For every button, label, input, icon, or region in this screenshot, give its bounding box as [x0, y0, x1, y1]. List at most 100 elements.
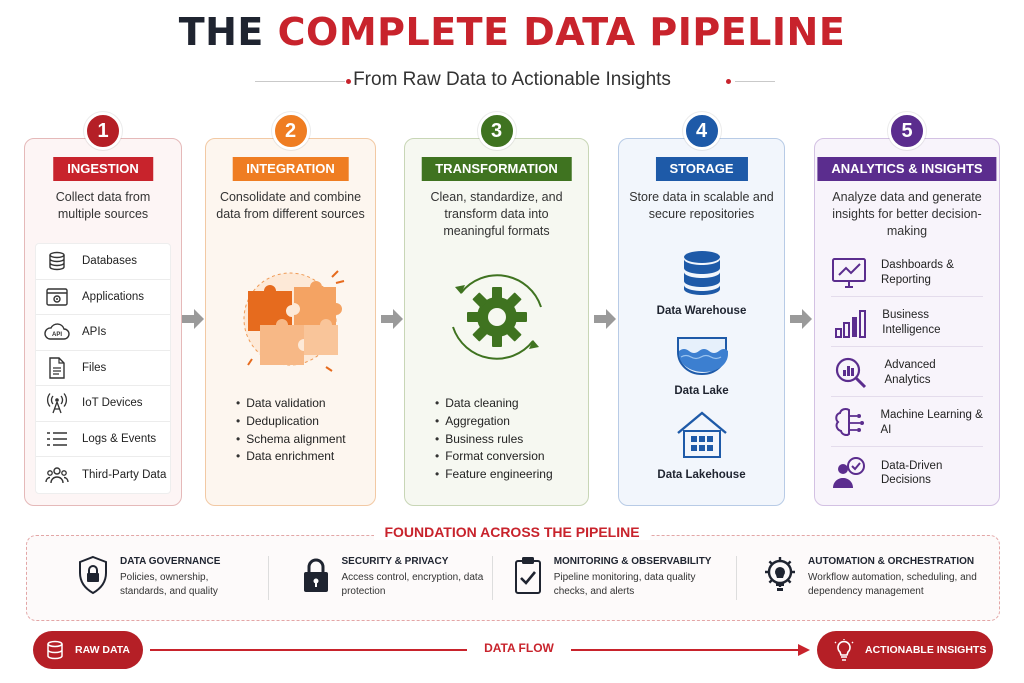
foundation-item-title: AUTOMATION & ORCHESTRATION — [808, 556, 975, 567]
brain-circuit-icon — [831, 405, 866, 441]
divider — [492, 556, 493, 600]
stage-number: 1 — [84, 112, 122, 150]
item-label: Advanced Analytics — [884, 359, 936, 386]
stage-number: 4 — [682, 112, 721, 150]
divider — [268, 556, 269, 600]
actionable-insights-badge: ACTIONABLE INSIGHTS — [817, 631, 993, 669]
flow-arrow-icon — [182, 309, 204, 329]
lightbulb-icon — [834, 639, 854, 661]
stage-ingestion: 1 INGESTION Collect data from multiple s… — [24, 112, 182, 506]
database-icon — [47, 640, 63, 660]
data-flow-label: DATA FLOW — [467, 641, 571, 655]
dashboard-monitor-icon — [831, 255, 867, 291]
foundation-item-desc: Access control, encryption, data protect… — [341, 572, 484, 597]
stage-description: Clean, standardize, and transform data i… — [430, 190, 563, 238]
page-subtitle: From Raw Data to Actionable Insights — [353, 69, 671, 90]
foundation-item-desc: Pipeline monitoring, data quality checks… — [553, 572, 696, 597]
divider — [736, 556, 737, 600]
store-data-lakehouse: Data Lakehouse — [619, 409, 784, 481]
bullet-list: Data cleaning Aggregation Business rules… — [435, 395, 553, 484]
shield-lock-icon — [76, 553, 110, 597]
foundation-item-title: MONITORING & OBSERVABILITY — [553, 556, 712, 567]
gear-cycle-icon — [452, 274, 542, 360]
stage-header: ANALYTICS & INSIGHTS — [817, 157, 997, 181]
list-item: Files — [36, 351, 170, 386]
flow-arrow-icon — [381, 309, 403, 329]
water-basin-icon — [676, 337, 728, 376]
list-item: Business Intelligence — [831, 299, 983, 347]
raw-data-badge: RAW DATA — [33, 631, 143, 669]
stage-description: Analyze data and generate insights for b… — [832, 190, 982, 238]
list-item: Databases — [36, 244, 170, 280]
store-data-lake: Data Lake — [619, 335, 784, 397]
source-label: IoT Devices — [82, 397, 143, 410]
flow-arrow-icon — [594, 309, 616, 329]
list-item: Feature engineering — [435, 466, 552, 484]
stage-number: 5 — [888, 112, 926, 150]
foundation-item-monitoring: MONITORING & OBSERVABILITY Pipeline monit… — [512, 553, 732, 607]
iot-antenna-icon — [44, 392, 70, 414]
subtitle-row: From Raw Data to Actionable Insights — [0, 68, 1024, 94]
foundation-item-automation: AUTOMATION & ORCHESTRATION Workflow autom… — [762, 553, 990, 607]
item-label: Business Intelligence — [882, 309, 941, 336]
foundation-item-title: DATA GOVERNANCE — [120, 556, 221, 567]
title-prefix: THE — [178, 10, 278, 54]
store-label: Data Warehouse — [656, 305, 747, 317]
arrow-head-icon — [798, 644, 810, 656]
item-label: Data-Driven Decisions — [881, 459, 943, 487]
subtitle-dot-left — [346, 79, 351, 84]
list-item: Dashboards & Reporting — [831, 249, 983, 297]
source-label: Third-Party Data — [82, 468, 167, 481]
stage-storage: 4 STORAGE Store data in scalable and sec… — [618, 112, 785, 506]
store-label: Data Lakehouse — [657, 469, 746, 481]
stage-header: INGESTION — [53, 157, 153, 181]
list-item: IoT Devices — [36, 386, 170, 422]
stage-integration: 2 INTEGRATION Consolidate and combine da… — [205, 112, 376, 506]
list-item: Aggregation — [435, 413, 553, 431]
list-item: Deduplication — [236, 413, 346, 431]
bullet-list: Data validation Deduplication Schema ali… — [236, 395, 346, 466]
users-group-icon — [44, 464, 70, 486]
person-checkmark-icon — [831, 455, 867, 491]
store-data-warehouse: Data Warehouse — [619, 249, 784, 317]
bar-chart-icon — [831, 305, 868, 341]
stage-number: 3 — [477, 112, 516, 150]
foundation-title-text: FOUNDATION ACROSS THE PIPELINE — [374, 524, 650, 540]
foundation-item-governance: DATA GOVERNANCE Policies, ownership, stan… — [76, 553, 256, 607]
list-item: Advanced Analytics — [831, 349, 983, 397]
api-cloud-icon: API — [44, 321, 70, 343]
foundation-item-title: SECURITY & PRIVACY — [341, 556, 449, 567]
subtitle-rule-left — [255, 81, 345, 82]
page-title: THE COMPLETE DATA PIPELINE — [0, 10, 1024, 54]
stage-header: TRANSFORMATION — [421, 157, 572, 181]
stage-transformation: 3 TRANSFORMATION Clean, standardize, and… — [404, 112, 589, 506]
flow-arrow-icon — [790, 309, 812, 329]
foundation-item-desc: Workflow automation, scheduling, and dep… — [808, 572, 977, 597]
log-lines-icon — [44, 428, 70, 450]
database-icon — [44, 250, 70, 272]
padlock-icon — [300, 553, 332, 597]
app-window-gear-icon — [44, 286, 70, 308]
list-item: Data-Driven Decisions — [831, 449, 983, 497]
subtitle-dot-right — [726, 79, 731, 84]
stage-number: 2 — [271, 112, 310, 150]
stage-header: STORAGE — [655, 157, 748, 181]
stage-description: Consolidate and combine data from differ… — [216, 190, 365, 221]
item-label: Machine Learning & AI — [880, 409, 983, 436]
subtitle-rule-right — [735, 81, 775, 82]
store-label: Data Lake — [674, 385, 729, 397]
puzzle-pieces-icon — [243, 270, 345, 372]
foundation-item-desc: Policies, ownership, standards, and qual… — [120, 572, 218, 597]
list-item: API APIs — [36, 315, 170, 351]
svg-text:API: API — [52, 332, 62, 338]
source-label: Files — [82, 361, 107, 374]
item-label: Dashboards & Reporting — [881, 259, 954, 286]
list-item: Format conversion — [435, 448, 553, 466]
list-item: Schema alignment — [236, 431, 345, 449]
database-stack-icon — [683, 251, 720, 295]
raw-data-label: RAW DATA — [75, 644, 131, 656]
source-label: Applications — [82, 290, 145, 303]
source-label: APIs — [82, 326, 107, 339]
list-item: Business rules — [435, 431, 553, 449]
source-label: Logs & Events — [82, 432, 157, 445]
